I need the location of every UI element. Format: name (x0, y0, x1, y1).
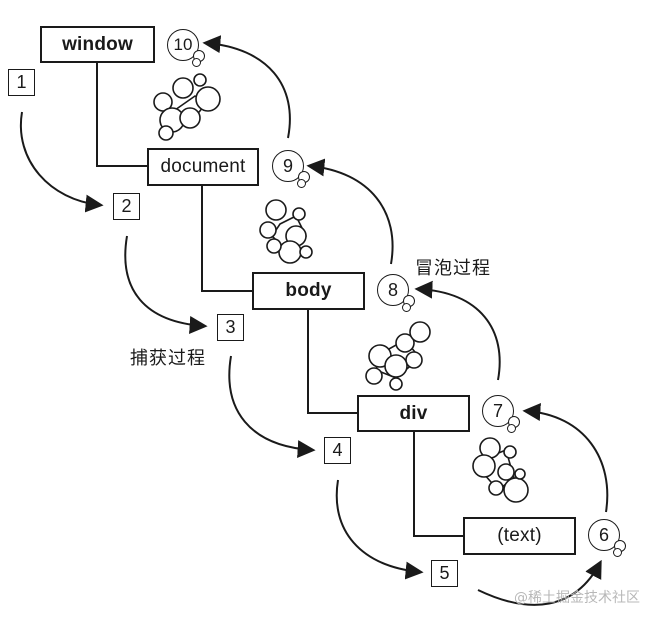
dom-tree-lines (96, 62, 463, 537)
node-body: body (252, 272, 365, 310)
bubble-step-9: 9 (272, 150, 310, 188)
bubble-arrows (202, 35, 609, 606)
node-div: div (357, 395, 470, 432)
molecule-decoration-2 (259, 199, 313, 264)
bubble-tail (297, 179, 306, 188)
bubble-step-8: 8 (377, 274, 415, 312)
molecule-decoration-1 (153, 73, 221, 141)
capture-step-4: 4 (324, 437, 351, 464)
capture-phase-label: 捕获过程 (130, 348, 206, 369)
capture-step-3: 3 (217, 314, 244, 341)
bubble-step-7: 7 (482, 395, 520, 433)
bubble-tail (402, 303, 411, 312)
bubble-step-9-label: 9 (282, 155, 293, 176)
bubble-step-6: 6 (588, 519, 626, 557)
bubble-step-6-label: 6 (598, 524, 609, 545)
bubble-step-10-label: 10 (173, 35, 193, 54)
bubble-tail (613, 548, 622, 557)
bubble-tail (192, 58, 201, 67)
molecule-decoration-4 (472, 437, 529, 503)
bubble-tail (507, 424, 516, 433)
watermark-text: @稀土掘金技术社区 (514, 590, 640, 606)
molecule-decoration-3 (365, 321, 431, 391)
capture-step-5: 5 (431, 560, 458, 587)
node-text: (text) (463, 517, 576, 555)
bubble-step-8-label: 8 (387, 279, 398, 300)
bubble-step-10: 10 (167, 29, 205, 67)
node-document: document (147, 148, 259, 186)
bubble-phase-label: 冒泡过程 (415, 258, 491, 279)
node-window: window (40, 26, 155, 63)
bubble-step-7-label: 7 (492, 400, 503, 421)
capture-arrows (19, 111, 424, 580)
capture-step-2: 2 (113, 193, 140, 220)
capture-step-1: 1 (8, 69, 35, 96)
